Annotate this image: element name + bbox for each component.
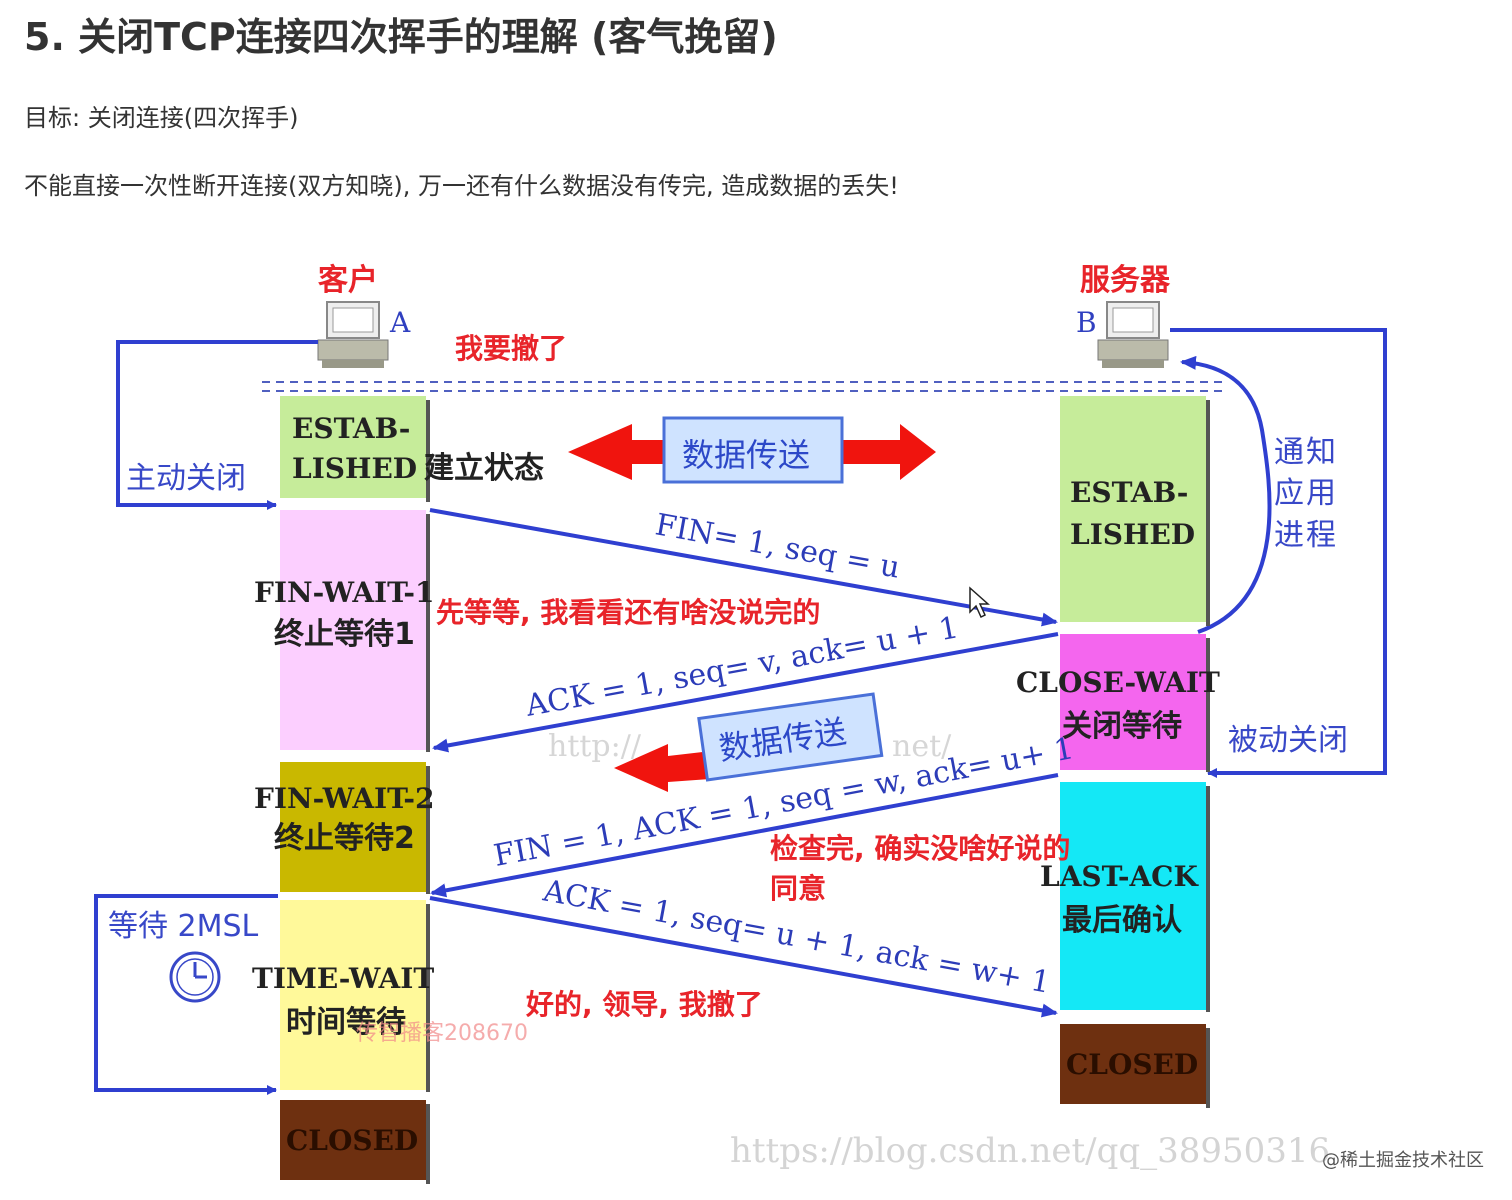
client-established-line1: ESTAB- bbox=[292, 412, 410, 445]
clock-icon bbox=[169, 951, 221, 1003]
ack1-arrow bbox=[432, 632, 1059, 753]
notify-app-arrow bbox=[1180, 355, 1272, 634]
watermark-csdn-part2: net/ bbox=[892, 729, 952, 764]
watermark-blog: 传智播客208670 bbox=[356, 1021, 528, 1046]
annotation-checked-line2: 同意 bbox=[770, 872, 826, 905]
data-transfer-label-1: 数据传送 bbox=[682, 436, 810, 474]
mouse-cursor-icon bbox=[969, 586, 990, 619]
client-closed-label: CLOSED bbox=[286, 1124, 418, 1157]
notify-app-label-3: 应 bbox=[1274, 476, 1304, 511]
server-state-closed: CLOSED bbox=[1060, 1024, 1210, 1108]
client-established-line2: LISHED bbox=[292, 452, 417, 485]
server-state-last-ack: LAST-ACK 最后确认 bbox=[1040, 782, 1210, 1012]
page-title: 5. 关闭TCP连接四次挥手的理解 (客气挽留) bbox=[24, 15, 778, 59]
description-text: 不能直接一次性断开连接(双方知晓), 万一还有什么数据没有传完, 造成数据的丢失… bbox=[24, 172, 899, 200]
annotation-ok-leader: 好的, 领导, 我撤了 bbox=[525, 988, 763, 1021]
notify-app-label-2: 知 bbox=[1306, 435, 1336, 470]
client-fin-wait-1-label: FIN-WAIT-1 bbox=[254, 576, 434, 609]
server-close-wait-cn: 关闭等待 bbox=[1062, 709, 1182, 744]
server-state-close-wait: CLOSE-WAIT 关闭等待 bbox=[1016, 634, 1220, 772]
client-state-time-wait: TIME-WAIT 时间等待 bbox=[252, 900, 434, 1092]
client-computer-icon bbox=[317, 301, 389, 368]
client-id: A bbox=[389, 306, 411, 339]
data-transfer-server-arrow: 数据传送 bbox=[614, 692, 884, 792]
ack2-arrow bbox=[429, 896, 1058, 1018]
client-time-wait-cn: 时间等待 bbox=[286, 1005, 406, 1040]
notify-app-label-1: 通 bbox=[1274, 435, 1304, 470]
passive-close-label: 被动关闭 bbox=[1228, 723, 1348, 758]
server-label: 服务器 bbox=[1080, 263, 1171, 298]
client-established-cn: 建立状态 bbox=[424, 451, 544, 486]
client-state-closed: CLOSED bbox=[280, 1100, 430, 1184]
client-state-fin-wait-2: FIN-WAIT-2 终止等待2 bbox=[254, 762, 434, 894]
client-fin-wait-2-cn: 终止等待2 bbox=[274, 821, 415, 856]
wait-2msl-label: 等待 2MSL bbox=[108, 909, 259, 944]
fin1-arrow bbox=[429, 508, 1058, 627]
client-state-fin-wait-1: FIN-WAIT-1 终止等待1 bbox=[254, 510, 434, 752]
active-close-arrow bbox=[116, 340, 318, 510]
server-established-line1: ESTAB- bbox=[1070, 476, 1188, 509]
fin2-arrow bbox=[430, 773, 1059, 898]
notify-app-label-5: 进 bbox=[1274, 518, 1304, 553]
client-fin-wait-2-label: FIN-WAIT-2 bbox=[254, 782, 434, 815]
server-computer-icon bbox=[1097, 301, 1169, 368]
server-state-established: ESTAB- LISHED bbox=[1060, 396, 1210, 626]
server-close-wait-label: CLOSE-WAIT bbox=[1016, 666, 1220, 699]
wait-2msl-arrow bbox=[94, 894, 278, 1095]
annotation-wait-check: 先等等, 我看看还有啥没说完的 bbox=[436, 596, 820, 629]
client-state-established: ESTAB- LISHED 建立状态 bbox=[280, 396, 544, 502]
notify-app-label-6: 程 bbox=[1306, 518, 1336, 553]
active-close-label: 主动关闭 bbox=[126, 461, 246, 496]
watermark-csdn-url: https://blog.csdn.net/qq_38950316 bbox=[730, 1131, 1330, 1171]
client-fin-wait-1-cn: 终止等待1 bbox=[274, 617, 415, 652]
passive-close-arrow bbox=[1170, 328, 1387, 778]
server-closed-label: CLOSED bbox=[1066, 1048, 1198, 1081]
watermark-juejin: @稀土掘金技术社区 bbox=[1322, 1150, 1484, 1171]
client-time-wait-label: TIME-WAIT bbox=[252, 962, 434, 995]
server-established-line2: LISHED bbox=[1070, 518, 1195, 551]
data-transfer-double-arrow: 数据传送 bbox=[568, 416, 936, 484]
server-id: B bbox=[1076, 306, 1097, 339]
annotation-checked-line1: 检查完, 确实没啥好说的 bbox=[770, 832, 1070, 865]
client-label: 客户 bbox=[318, 263, 378, 298]
server-last-ack-cn: 最后确认 bbox=[1062, 903, 1182, 938]
server-last-ack-label: LAST-ACK bbox=[1040, 860, 1199, 893]
goal-text: 目标: 关闭连接(四次挥手) bbox=[24, 104, 299, 132]
annotation-im-leaving: 我要撤了 bbox=[455, 332, 567, 365]
watermark-csdn-part1: http:// bbox=[548, 729, 642, 764]
notify-app-label-4: 用 bbox=[1306, 476, 1336, 511]
